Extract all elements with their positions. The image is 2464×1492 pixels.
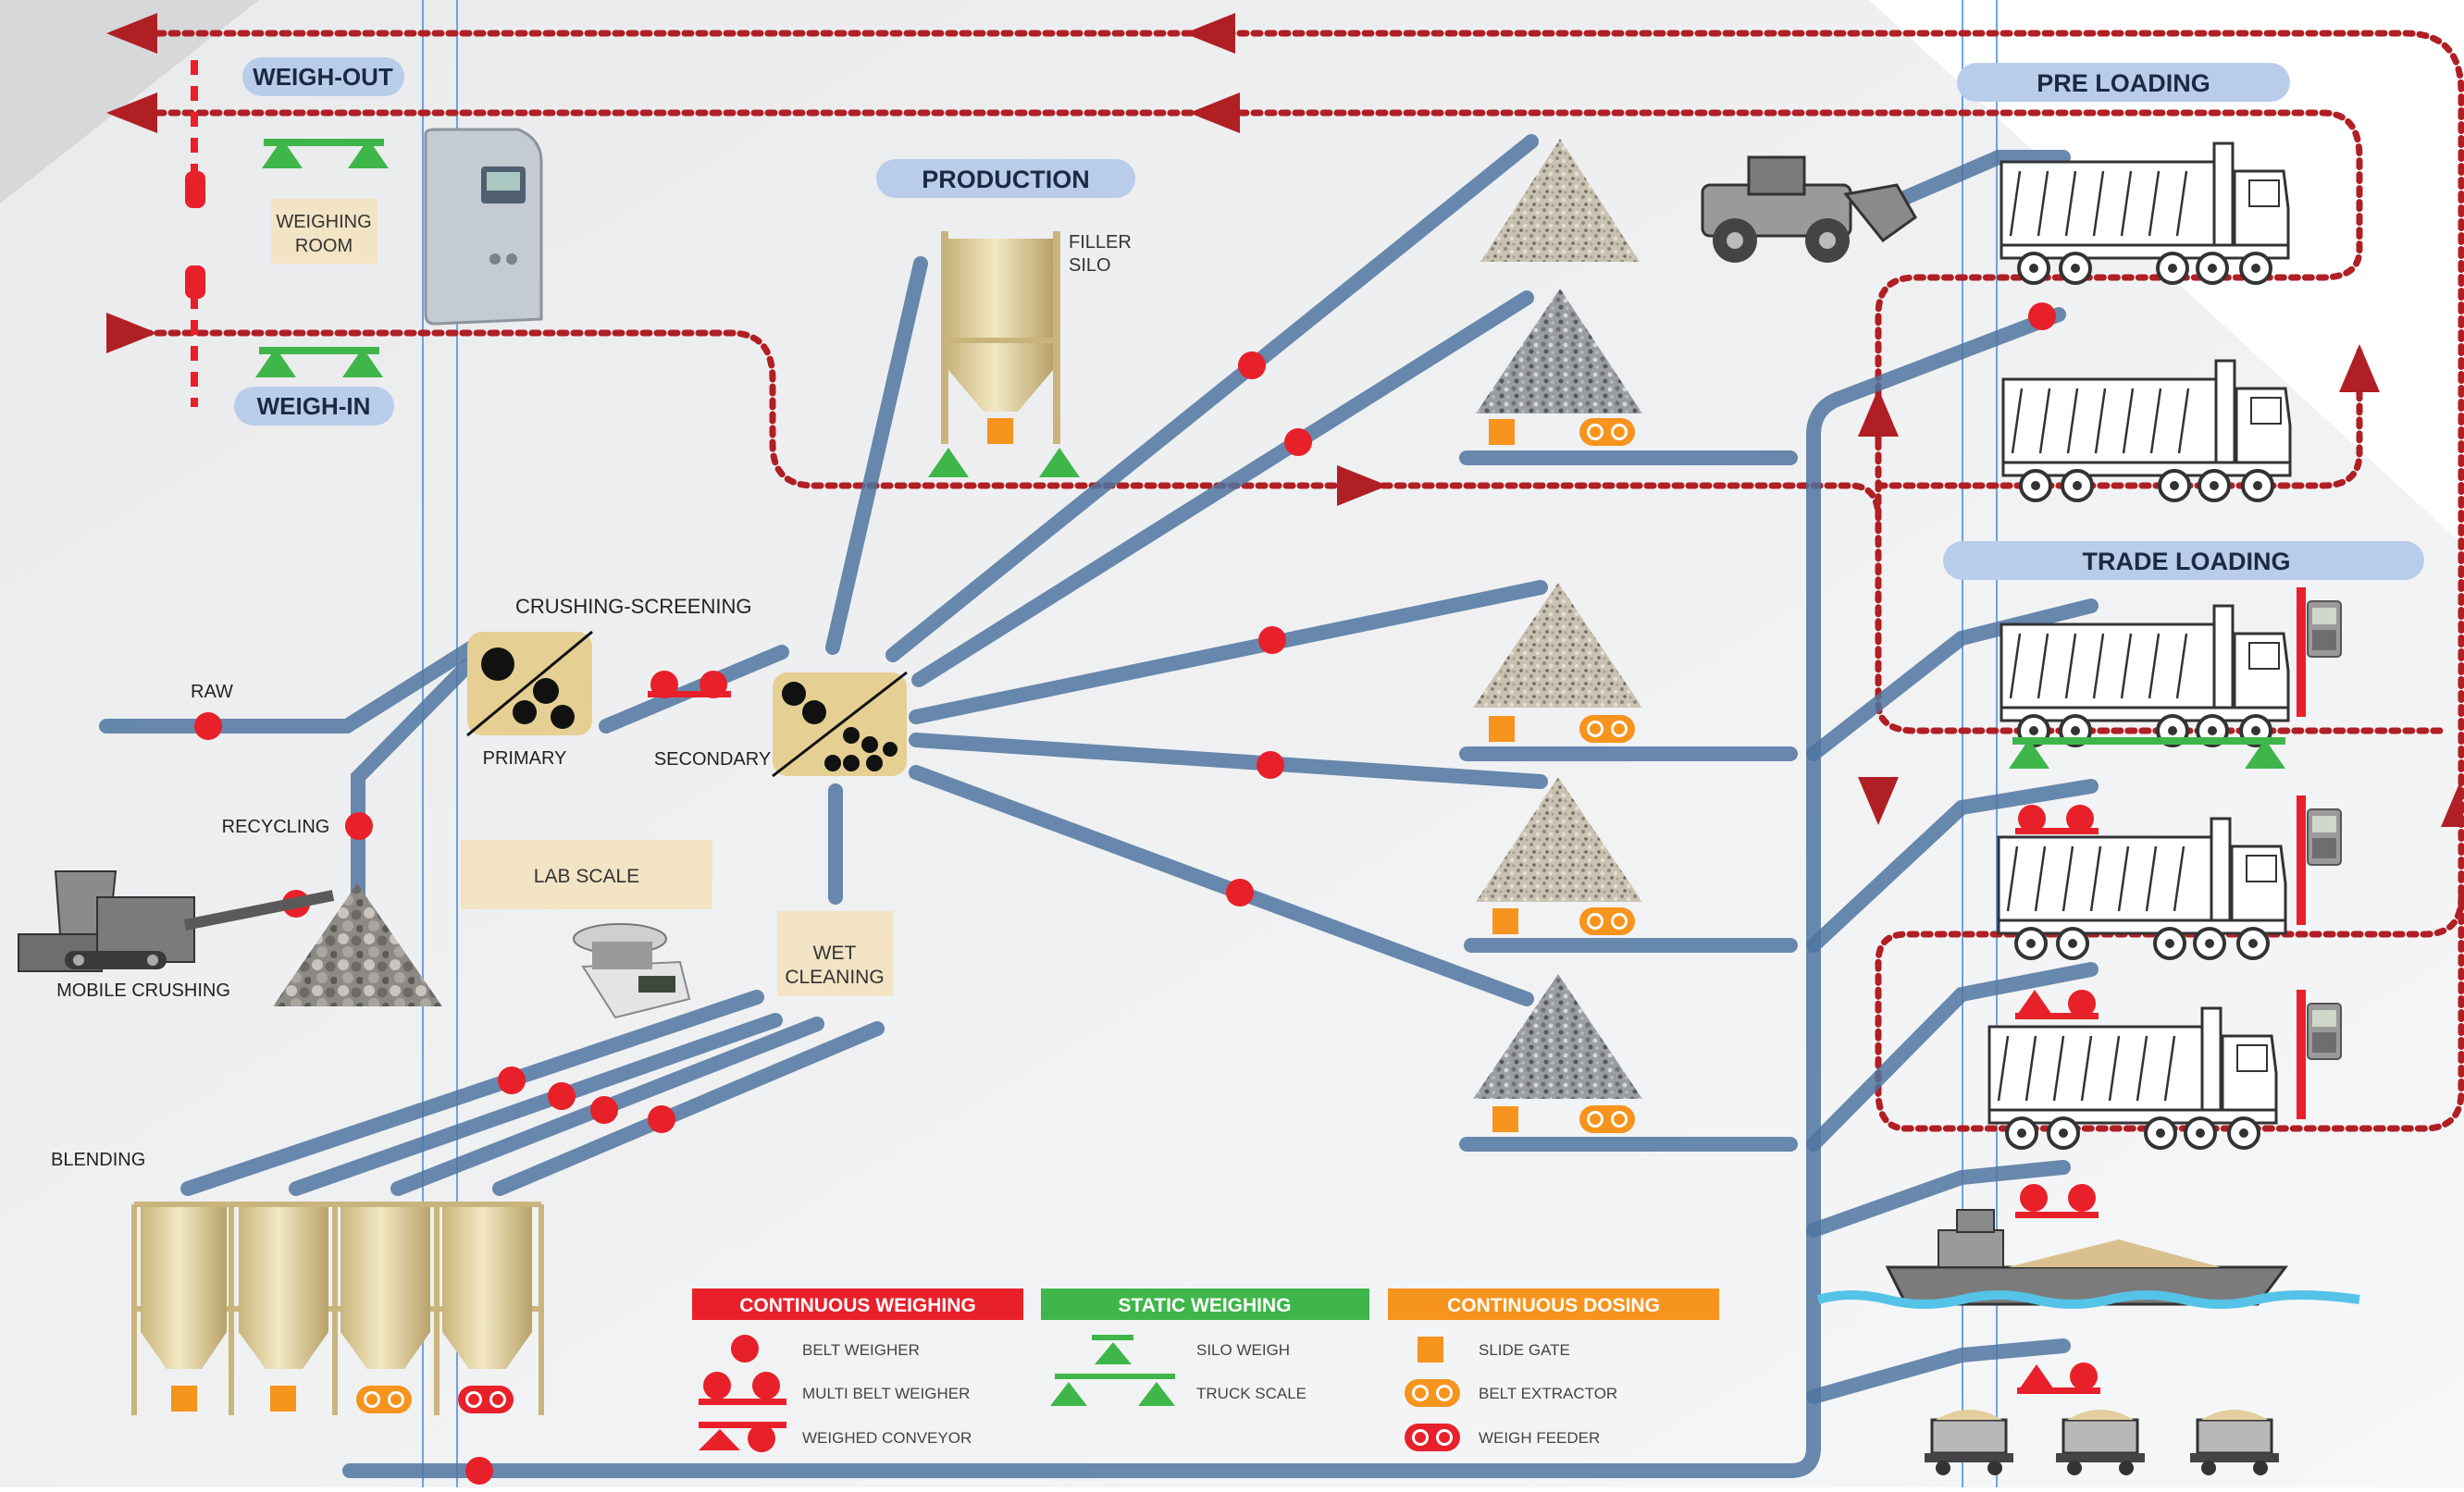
multi-belt-weigher-ship: [2015, 1184, 2099, 1218]
filler-silo-label-1: FILLER: [1069, 232, 1132, 253]
weighed-conveyor-loading: [2015, 990, 2099, 1019]
blending-silo-2: [239, 1207, 328, 1412]
weigh-out-station: WEIGH-OUT: [185, 57, 404, 208]
stockpile-2: [1476, 289, 1642, 413]
wet-cleaning-label-1: WET: [813, 943, 857, 964]
legend-weighed-conveyor-label: WEIGHED CONVEYOR: [802, 1429, 972, 1447]
secondary-label: SECONDARY: [654, 749, 771, 770]
legend-silo-weigh-icon: [1092, 1335, 1133, 1364]
stockpile-3: [1473, 583, 1642, 708]
stockpiles: [1473, 139, 1642, 1133]
filler-silo-label-2: SILO: [1069, 255, 1111, 276]
raw-label: RAW: [191, 682, 233, 702]
stockpile-5: [1473, 974, 1642, 1099]
recycling-area: RECYCLING MOBILE CRUSHING: [18, 817, 442, 1006]
mobile-crushing-label: MOBILE CRUSHING: [56, 980, 230, 1001]
crushing-screening: CRUSHING-SCREENING RAW PRIMARY SECONDARY: [191, 595, 908, 778]
lab-scale-area: LAB SCALE: [461, 840, 712, 1019]
legend-truck-scale-icon: [1050, 1374, 1175, 1406]
legend-continuous-dosing: CONTINUOUS DOSING SLIDE GATE BELT EXTRAC…: [1388, 1289, 1719, 1451]
lab-scale-device: [573, 923, 691, 1019]
wet-cleaning-area: WET CLEANING: [777, 911, 893, 996]
legend-static-weighing-header: STATIC WEIGHING: [1118, 1295, 1291, 1316]
stockpile-4: [1476, 777, 1642, 902]
recycling-label: RECYCLING: [222, 817, 330, 837]
production-label: PRODUCTION: [922, 166, 1090, 193]
stockpile-1: [1480, 139, 1640, 262]
truck-routes: [126, 30, 2464, 1132]
legend-weigh-feeder-icon: [1405, 1424, 1460, 1451]
legend-weighed-conveyor-icon: [699, 1422, 786, 1452]
legend-multi-belt-weigher-label: MULTI BELT WEIGHER: [802, 1385, 970, 1402]
legend: CONTINUOUS WEIGHING BELT WEIGHER MULTI B…: [692, 1289, 1719, 1452]
legend-slide-gate-label: SLIDE GATE: [1479, 1341, 1570, 1359]
legend-belt-weigher-label: BELT WEIGHER: [802, 1341, 920, 1359]
primary-label: PRIMARY: [483, 748, 567, 769]
weighing-room-label-2: ROOM: [295, 236, 353, 256]
legend-silo-weigh-label: SILO WEIGH: [1196, 1341, 1290, 1359]
mobile-crusher: [18, 870, 335, 972]
pre-loading-label: PRE LOADING: [2037, 69, 2210, 97]
background-corner-left: [0, 0, 259, 203]
weigh-in-label: WEIGH-IN: [257, 392, 371, 420]
weighing-room: WEIGHING ROOM: [271, 128, 543, 326]
route-arrows: [106, 13, 2464, 827]
blending-label: BLENDING: [51, 1150, 145, 1170]
legend-slide-gate-icon: [1418, 1337, 1443, 1363]
legend-weigh-feeder-label: WEIGH FEEDER: [1479, 1429, 1600, 1447]
blending-area: BLENDING: [51, 1150, 544, 1415]
production-area: PRODUCTION FILLER SILO: [876, 159, 1135, 477]
legend-continuous-weighing-header: CONTINUOUS WEIGHING: [739, 1295, 976, 1316]
multi-belt-weigher-secondary: [648, 671, 731, 698]
weighing-room-label-1: WEIGHING: [276, 212, 371, 232]
crushing-screening-label: CRUSHING-SCREENING: [515, 595, 751, 618]
multi-belt-weigher-loading: [2015, 805, 2099, 834]
legend-belt-weigher-icon: [731, 1335, 759, 1363]
legend-continuous-weighing: CONTINUOUS WEIGHING BELT WEIGHER MULTI B…: [692, 1289, 1023, 1452]
legend-belt-extractor-label: BELT EXTRACTOR: [1479, 1385, 1617, 1402]
legend-multi-belt-weigher-icon: [699, 1372, 786, 1405]
wheel-loader: [1701, 155, 1917, 263]
primary-crusher: PRIMARY: [466, 630, 593, 769]
blending-silo-4: [442, 1207, 532, 1413]
blending-silo-1: [141, 1207, 227, 1412]
lab-scale-label: LAB SCALE: [534, 866, 639, 887]
recycled-aggregate-pile: [273, 883, 442, 1006]
legend-continuous-dosing-header: CONTINUOUS DOSING: [1447, 1295, 1660, 1316]
legend-static-weighing: STATIC WEIGHING SILO WEIGH TRUCK SCALE: [1041, 1289, 1369, 1406]
trade-loading-area: TRADE LOADING: [1943, 541, 2424, 1150]
legend-belt-extractor-icon: [1405, 1379, 1460, 1407]
weigh-out-label: WEIGH-OUT: [253, 63, 393, 91]
weigh-in-station: WEIGH-IN: [185, 265, 394, 425]
ship-loading: [1816, 1184, 2360, 1309]
train-loading: [1923, 1363, 2281, 1477]
blending-silo-3: [341, 1207, 430, 1413]
secondary-crusher: SECONDARY: [654, 671, 908, 778]
legend-truck-scale-label: TRUCK SCALE: [1196, 1385, 1306, 1402]
weighed-conveyor-train: [2017, 1363, 2100, 1394]
conveyors: [99, 134, 2099, 1478]
trade-loading-label: TRADE LOADING: [2083, 548, 2291, 575]
wet-cleaning-label-2: CLEANING: [785, 967, 884, 988]
pre-loading-area: PRE LOADING: [1701, 63, 2292, 502]
